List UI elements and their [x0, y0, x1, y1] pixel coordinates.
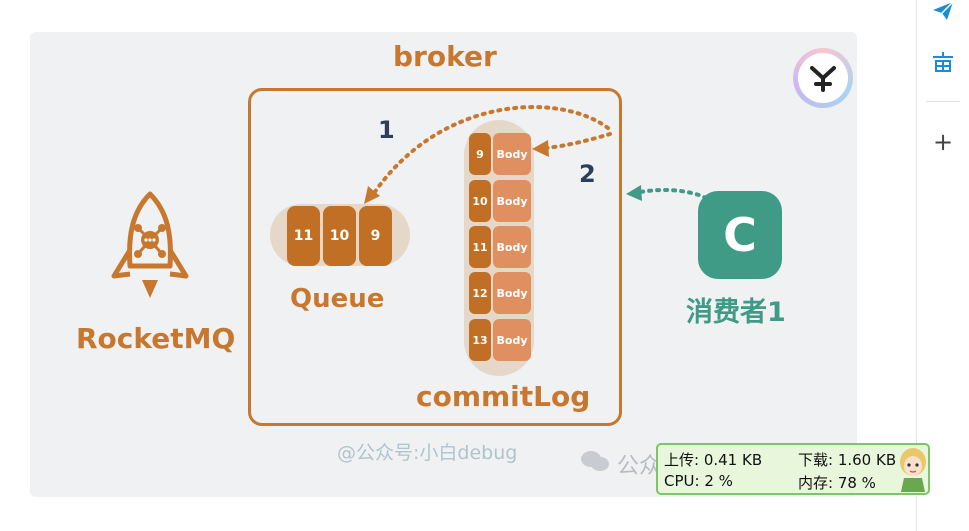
- broker-title: broker: [393, 40, 497, 73]
- step-one-label: 1: [378, 116, 395, 144]
- commitlog-index: 10: [469, 180, 491, 222]
- app-logo: [793, 48, 853, 108]
- weather-icon[interactable]: [929, 48, 957, 76]
- arrow-to-body-head: [532, 140, 549, 157]
- commitlog-index: 11: [469, 226, 491, 268]
- commitlog-body: Body: [493, 133, 531, 175]
- rocketmq-label: RocketMQ: [76, 322, 236, 355]
- wechat-icon: [580, 451, 617, 479]
- cpu-usage: CPU: 2 %: [664, 472, 733, 490]
- commitlog-index: 12: [469, 272, 491, 314]
- rocket-icon: [111, 191, 189, 298]
- commitlog-index: 13: [469, 319, 491, 361]
- arrow-from-consumer: [638, 188, 708, 200]
- wechat-watermark: 公众: [580, 448, 661, 480]
- broker-box: [248, 88, 622, 426]
- right-sidebar: [916, 0, 969, 531]
- consumer-label: 消费者1: [686, 297, 786, 328]
- watermark-text: @公众号:小白debug: [337, 442, 518, 464]
- arrow-to-body: [544, 132, 612, 150]
- commitlog-body: Body: [493, 180, 531, 222]
- add-button[interactable]: +: [932, 128, 954, 156]
- memory-usage: 内存: 78 %: [798, 474, 876, 492]
- network-monitor[interactable]: 上传: 0.41 KB 下载: 1.60 KB CPU: 2 % 内存: 78 …: [656, 443, 930, 495]
- commitlog-index: 9: [469, 133, 491, 175]
- send-icon[interactable]: [930, 0, 956, 22]
- logo-icon: [810, 66, 836, 92]
- sidebar-divider: [926, 101, 960, 102]
- commitlog-body: Body: [493, 226, 531, 268]
- queue-cell: 10: [323, 206, 356, 266]
- arrow-to-queue: [370, 105, 610, 198]
- queue-cell: 9: [359, 206, 392, 266]
- download-speed: 下载: 1.60 KB: [798, 451, 897, 469]
- consumer-badge: C: [698, 191, 782, 279]
- commitlog-body: Body: [493, 319, 531, 361]
- step-two-label: 2: [579, 160, 596, 188]
- arrow-from-consumer-head: [626, 185, 642, 201]
- commitlog-body: Body: [493, 272, 531, 314]
- commitlog-label: commitLog: [416, 380, 591, 413]
- wechat-watermark-text: 公众: [617, 454, 662, 479]
- arrow-to-queue-head: [364, 186, 380, 204]
- upload-speed: 上传: 0.41 KB: [664, 451, 763, 469]
- queue-cell: 11: [287, 206, 320, 266]
- queue-label: Queue: [290, 284, 385, 314]
- avatar-icon: [900, 448, 926, 492]
